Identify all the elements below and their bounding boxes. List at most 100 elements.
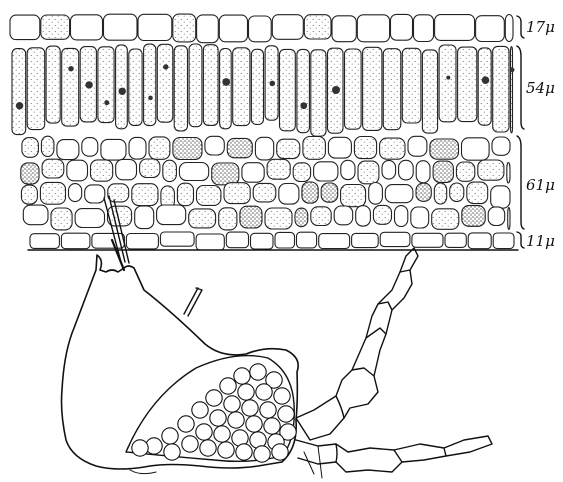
mesophyll-cell [149,137,170,159]
mite-mouthpart [130,470,156,474]
epidermis-cell [197,15,219,43]
mite-leg-upper [296,248,418,440]
palisade-cell [458,47,477,122]
mesophyll-cell [67,160,88,181]
lower-epidermis-cell [251,233,274,249]
egg [242,400,258,416]
mesophyll-cell [179,163,208,181]
spongy-mesophyll [21,136,510,230]
brace-17 [517,16,524,38]
egg [260,402,276,418]
epidermis-cell [138,14,172,40]
mesophyll-cell [399,160,414,180]
egg-cluster [132,364,296,462]
mesophyll-cell [240,206,262,228]
label-palisade-thickness: 54μ [526,79,555,97]
mesophyll-cell [242,163,264,183]
egg [220,378,236,394]
mesophyll-cell [507,163,510,184]
mesophyll-cell [321,183,338,202]
mesophyll-cell [354,137,376,159]
egg [264,418,280,434]
egg [250,364,266,380]
brace-54 [517,46,524,129]
egg [246,416,262,432]
egg [192,402,208,418]
egg [256,384,272,400]
mesophyll-cell [356,206,371,226]
mesophyll-cell [311,207,331,226]
egg [196,424,212,440]
lower-epidermis-cell [468,233,491,249]
mesophyll-cell [163,160,177,181]
mesophyll-cell [491,186,510,208]
lower-epidermis-cell [226,232,248,248]
mesophyll-cell [416,161,430,183]
mesophyll-cell [369,183,383,205]
mesophyll-cell [408,136,427,156]
egg [178,416,194,432]
epidermis-cell [435,15,475,41]
mesophyll-cell [279,184,299,205]
mesophyll-cell [108,184,129,202]
mesophyll-cell [57,140,79,160]
mesophyll-cell [478,160,504,180]
label-lower-epidermis-thickness: 11μ [526,232,555,250]
lower-epidermis-cell [412,233,443,247]
mesophyll-cell [267,159,290,179]
egg [200,440,216,456]
mesophyll-cell [334,206,353,225]
palisade-cell [311,50,326,136]
lower-epidermis [28,232,518,250]
palisade-cell [422,50,437,133]
palisade-cell [233,48,250,126]
mesophyll-cell [432,209,459,230]
palisade-cell [439,45,456,122]
mesophyll-cell [295,208,308,227]
mesophyll-cell [492,137,510,155]
egg [228,412,244,428]
lower-epidermis-cell [493,233,514,249]
mesophyll-cell [91,160,113,181]
mesophyll-cell [456,162,474,181]
palisade-cell [383,49,401,130]
palisade-cell [46,46,60,123]
mesophyll-cell [173,138,202,160]
mesophyll-cell [467,182,488,204]
mesophyll-cell [135,206,154,229]
mesophyll-cell [462,138,490,160]
mesophyll-cell [41,136,54,156]
palisade-cell [220,49,232,129]
mesophyll-cell [129,137,146,159]
epidermis-cell [476,16,505,42]
mesophyll-cell [328,137,351,158]
mesophyll-cell [303,137,326,160]
palisade-cell [174,46,187,131]
mesophyll-cell [265,208,292,229]
mesophyll-cell [42,159,64,178]
palisade-cell [12,49,26,135]
egg [206,390,222,406]
epidermis-cell [71,15,103,40]
egg [164,444,180,460]
lower-epidermis-cell [352,233,379,247]
palisade-cell [511,47,513,134]
mesophyll-cell [488,207,505,226]
egg [236,444,252,460]
epidermis-cell [332,16,356,42]
mesophyll-cell [508,208,510,230]
mesophyll-cell [197,186,221,206]
mesophyll-cell [430,139,459,159]
palisade-layer [12,44,515,136]
egg [182,436,198,452]
egg [210,410,226,426]
epidermis-cell [414,15,434,42]
cell-nucleus [332,86,340,94]
mesophyll-cell [22,138,39,158]
mesophyll-cell [450,183,464,202]
cell-nucleus [16,102,23,109]
palisade-cell [402,48,421,123]
palisade-cell [251,49,263,124]
egg [162,428,178,444]
